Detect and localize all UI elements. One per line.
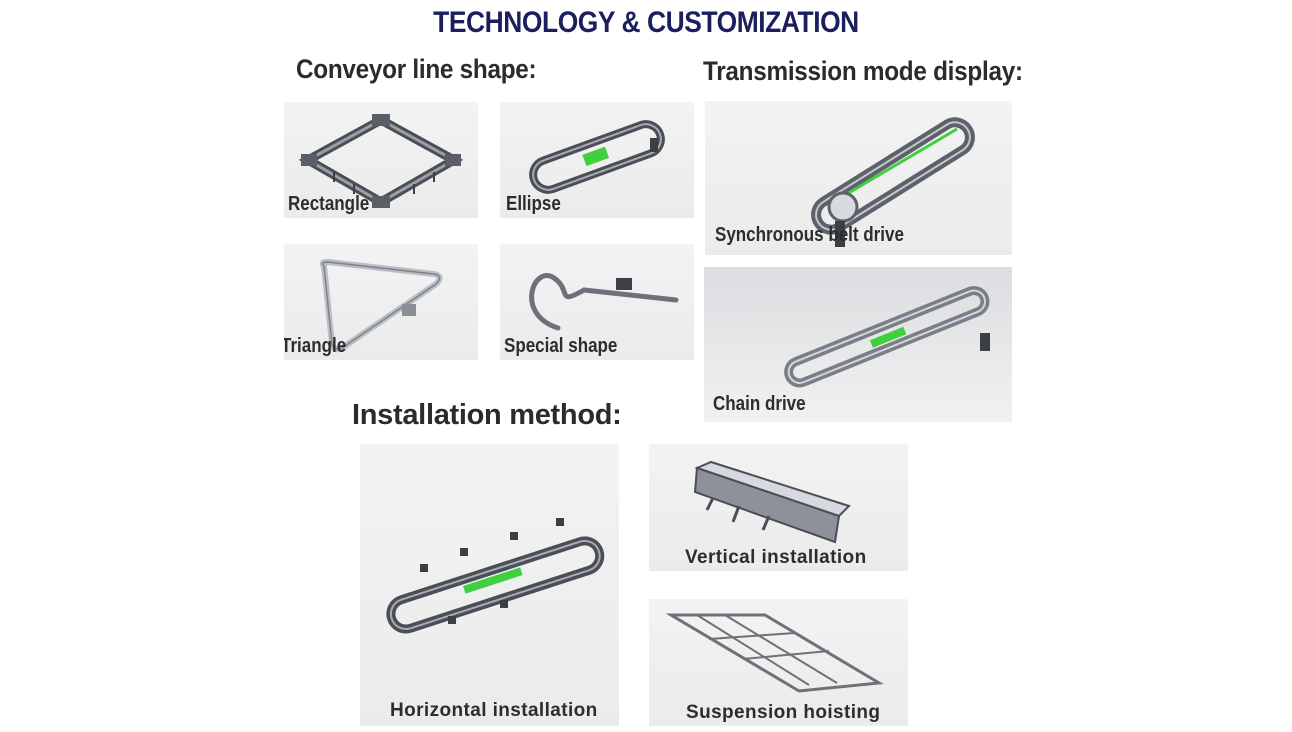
caption-chain-drive: Chain drive (713, 393, 806, 415)
installation-card-suspension[interactable]: Suspension hoisting (649, 599, 908, 726)
caption-vertical-installation: Vertical installation (685, 547, 867, 568)
rectangle-conveyor-image (298, 114, 464, 208)
special-shape-conveyor-image (529, 273, 679, 331)
section-heading-installation: Installation method: (352, 399, 622, 431)
caption-ellipse: Ellipse (506, 193, 561, 215)
installation-card-vertical[interactable]: Vertical installation (649, 444, 908, 571)
shape-card-rectangle[interactable]: Rectangle (284, 102, 478, 218)
caption-suspension-hoisting: Suspension hoisting (686, 702, 881, 723)
triangle-conveyor-image (319, 259, 443, 353)
shape-card-triangle[interactable]: Triangle (284, 244, 478, 360)
suspension-hoisting-image (665, 613, 884, 693)
caption-triangle: Triangle (284, 335, 347, 357)
transmission-card-chain[interactable]: Chain drive (704, 267, 1012, 422)
chain-drive-image (784, 285, 990, 388)
page-title: TECHNOLOGY & CUSTOMIZATION (433, 6, 859, 39)
caption-synchronous-belt-drive: Synchronous belt drive (715, 224, 904, 246)
horizontal-installation-image (386, 518, 605, 634)
vertical-installation-image (693, 460, 851, 544)
shape-card-ellipse[interactable]: Ellipse (500, 102, 694, 218)
synchronous-belt-drive-image (811, 117, 975, 247)
installation-card-horizontal[interactable]: Horizontal installation (360, 444, 619, 726)
section-heading-conveyor-shape: Conveyor line shape: (296, 54, 537, 84)
caption-horizontal-installation: Horizontal installation (390, 700, 598, 721)
transmission-card-synchronous[interactable]: Synchronous belt drive (705, 101, 1012, 255)
caption-rectangle: Rectangle (288, 193, 370, 215)
ellipse-conveyor-image (529, 120, 665, 194)
shape-card-special[interactable]: Special shape (500, 244, 694, 360)
caption-special-shape: Special shape (504, 335, 618, 357)
section-heading-transmission: Transmission mode display: (703, 56, 1023, 86)
